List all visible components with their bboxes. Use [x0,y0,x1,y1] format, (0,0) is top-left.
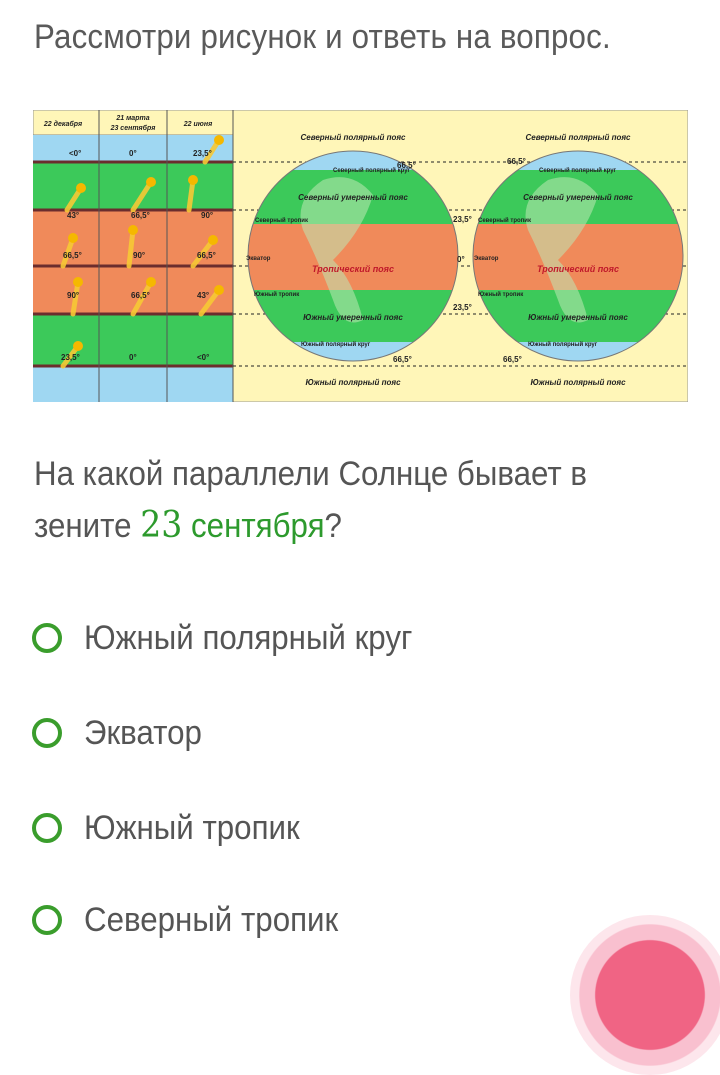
question-date-number: 23 [140,505,183,546]
svg-text:Северный тропик: Северный тропик [255,217,308,224]
radio-icon[interactable] [32,623,62,653]
floating-action-button[interactable] [570,915,720,1075]
svg-text:90°: 90° [67,291,79,300]
svg-text:Северный полярный круг: Северный полярный круг [333,167,411,174]
solar-zones-figure: 22 декабря 21 марта 23 сентября 22 июня [33,110,688,402]
svg-text:23,5°: 23,5° [193,149,212,158]
svg-text:Северный полярный круг: Северный полярный круг [539,167,617,174]
svg-text:Южный тропик: Южный тропик [254,291,299,298]
svg-text:Экватор: Экватор [474,256,499,262]
svg-text:Северный полярный пояс: Северный полярный пояс [525,133,631,142]
svg-text:43°: 43° [197,291,209,300]
svg-text:<0°: <0° [69,149,81,158]
radio-icon[interactable] [32,813,62,843]
globe-left [248,151,458,361]
option-north-tropic[interactable]: Северный тропик [32,898,360,942]
svg-text:66,5°: 66,5° [131,291,150,300]
header-jun: 22 июня [183,121,212,128]
svg-text:66,5°: 66,5° [397,161,416,170]
svg-text:Тропический пояс: Тропический пояс [312,264,394,274]
svg-text:66,5°: 66,5° [131,211,150,220]
svg-text:23,5°: 23,5° [453,215,472,224]
svg-text:Южный полярный пояс: Южный полярный пояс [530,378,626,387]
option-south-tropic[interactable]: Южный тропик [32,806,318,850]
globe-right [473,151,683,361]
svg-text:23,5°: 23,5° [61,353,80,362]
question-date-word: сентября [191,507,325,545]
svg-text:0°: 0° [457,255,465,264]
svg-text:Северный полярный пояс: Северный полярный пояс [300,133,406,142]
svg-text:Южный тропик: Южный тропик [478,291,523,298]
svg-text:Северный тропик: Северный тропик [478,217,531,224]
svg-text:90°: 90° [201,211,213,220]
option-south-polar-circle[interactable]: Южный полярный круг [32,616,441,660]
header-sep: 23 сентября [110,124,156,132]
question-text: На какой параллели Солнце бывает в зенит… [34,455,587,546]
svg-text:0°: 0° [129,149,137,158]
svg-text:66,5°: 66,5° [393,355,412,364]
svg-text:Южный умеренный пояс: Южный умеренный пояс [303,313,403,322]
option-label: Экватор [84,713,202,752]
svg-text:Северный умеренный пояс: Северный умеренный пояс [523,193,633,202]
option-label: Северный тропик [84,900,339,939]
svg-text:66,5°: 66,5° [197,251,216,260]
svg-text:Южный полярный круг: Южный полярный круг [528,341,598,348]
svg-text:Южный полярный круг: Южный полярный круг [301,341,371,348]
svg-text:66,5°: 66,5° [503,355,522,364]
option-label: Южный полярный круг [84,618,413,657]
option-equator[interactable]: Экватор [32,711,212,755]
svg-text:Южный умеренный пояс: Южный умеренный пояс [528,313,628,322]
svg-text:66,5°: 66,5° [507,157,526,166]
radio-icon[interactable] [32,718,62,748]
svg-text:Тропический пояс: Тропический пояс [537,264,619,274]
header-dec: 22 декабря [43,120,82,128]
header-mar: 21 марта [115,115,149,122]
svg-text:23,5°: 23,5° [453,303,472,312]
svg-text:0°: 0° [129,353,137,362]
svg-text:43°: 43° [67,211,79,220]
zone-stripes [33,135,233,402]
instruction-text: Рассмотри рисунок и ответь на вопрос. [34,18,611,56]
svg-text:66,5°: 66,5° [63,251,82,260]
radio-icon[interactable] [32,905,62,935]
svg-text:<0°: <0° [197,353,209,362]
svg-text:Северный умеренный пояс: Северный умеренный пояс [298,193,408,202]
svg-text:90°: 90° [133,251,145,260]
svg-text:Южный полярный пояс: Южный полярный пояс [305,378,401,387]
option-label: Южный тропик [84,808,300,847]
svg-text:Экватор: Экватор [246,256,271,262]
